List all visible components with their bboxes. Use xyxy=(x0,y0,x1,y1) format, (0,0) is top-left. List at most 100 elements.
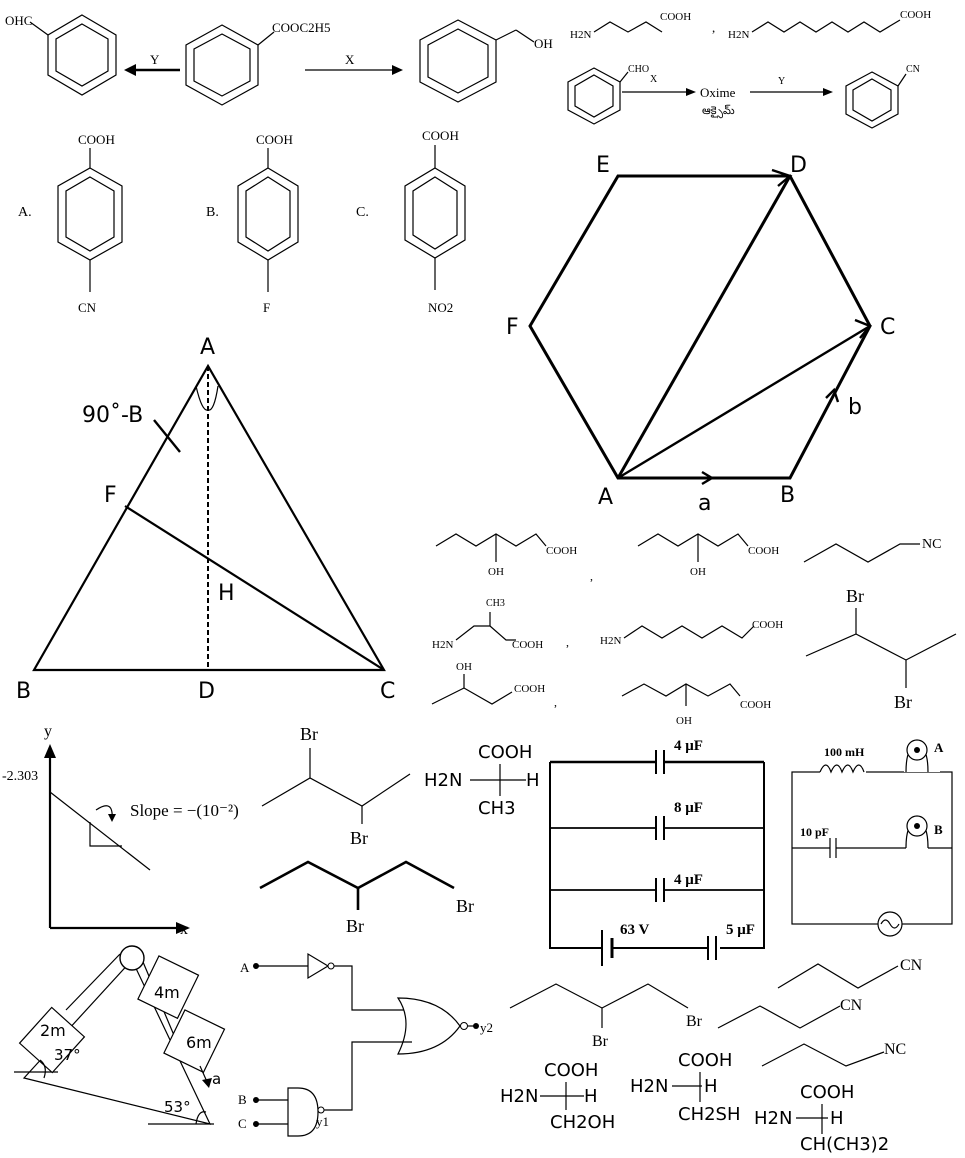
amino-acids-bottom: COOH H2N H CH2OH COOH H2N H CH2SH COOH H… xyxy=(500,1050,889,1155)
svg-text:H: H xyxy=(584,1086,598,1107)
vector-a-label: a xyxy=(698,491,711,516)
output-y2: y2 xyxy=(480,1020,493,1035)
aldehyde-group: OHC xyxy=(5,13,32,28)
hexagon-vectors: A B C D E F a b xyxy=(506,153,895,516)
svg-text:H2N: H2N xyxy=(500,1086,538,1107)
svg-text:OH: OH xyxy=(676,715,692,727)
cap-label-4: 5 μF xyxy=(726,922,755,938)
tri-foot-d: D xyxy=(198,679,215,704)
benzyl-alcohol: OH xyxy=(419,19,553,103)
capacitor-network: 4 μF 8 μF 4 μF 5 μF 63 V xyxy=(549,738,765,966)
log-graph: y x -2.303 Slope = −(10⁻²) xyxy=(2,723,239,938)
bulb-a-label: A xyxy=(934,740,944,755)
output-y1: y1 xyxy=(316,1114,329,1129)
benzaldehyde-2: CHO xyxy=(567,64,649,125)
svg-text:H2N: H2N xyxy=(728,29,749,41)
svg-text:CN: CN xyxy=(840,997,863,1014)
svg-text:Br: Br xyxy=(350,828,368,848)
svg-text:H: H xyxy=(526,770,540,791)
cap-label-2: 8 μF xyxy=(674,800,703,816)
intercept-label: -2.303 xyxy=(2,769,38,784)
hex-vertex-a: A xyxy=(598,485,613,510)
emf-label: 63 V xyxy=(620,922,649,938)
svg-text:OH: OH xyxy=(488,566,504,578)
pulley-incline: 2m 4m 6m 37° 53° a xyxy=(14,945,226,1125)
benzoic-acid-options: A. COOH CN B. COOH F C. COOH NO2 xyxy=(18,128,466,315)
angle-53: 53° xyxy=(164,1098,191,1116)
svg-text:Br: Br xyxy=(592,1033,609,1050)
svg-text:,: , xyxy=(554,695,557,709)
vector-b-label: b xyxy=(848,395,862,420)
input-a: A xyxy=(240,960,250,975)
nitriles-bottom: CN Br Br CN NC xyxy=(509,957,923,1067)
scheme-ester-reduction: OHC Y COOC2H5 X OH xyxy=(5,13,553,106)
valine: COOH H2N H CH(CH3)2 xyxy=(754,1082,889,1155)
angle-label: 90˚-B xyxy=(82,403,143,428)
svg-text:COOH: COOH xyxy=(478,742,532,763)
tri-point-f: F xyxy=(104,483,117,508)
scheme-oxime: CHO X Oxime ఆక్సైమ్ Y CN xyxy=(567,64,920,129)
svg-text:NC: NC xyxy=(922,537,941,552)
svg-text:COOH: COOH xyxy=(544,1060,598,1081)
svg-text:F: F xyxy=(263,300,270,315)
hex-vertex-d: D xyxy=(790,153,807,178)
cap-label-1: 4 μF xyxy=(674,738,703,754)
hex-vertex-e: E xyxy=(596,153,610,178)
svg-text:H2N: H2N xyxy=(600,635,621,647)
hydroxyl-group: OH xyxy=(534,36,553,51)
angle-37: 37° xyxy=(54,1046,81,1064)
reagent-x-label: X xyxy=(345,52,355,67)
svg-text:Y: Y xyxy=(778,76,785,87)
tri-orthocenter-h: H xyxy=(218,581,235,606)
svg-text:,: , xyxy=(712,20,715,35)
svg-text:X: X xyxy=(650,74,658,85)
oxime-telugu-label: ఆక్సైమ్ xyxy=(702,104,735,119)
svg-text:Br: Br xyxy=(346,916,364,936)
lc-circuit: 100 mH A 10 pF B xyxy=(791,736,953,937)
x-axis-label: x xyxy=(180,921,188,938)
cap-label-3: 4 μF xyxy=(674,872,703,888)
svg-text:Br: Br xyxy=(894,692,912,712)
svg-text:CN: CN xyxy=(78,300,97,315)
inductor-label: 100 mH xyxy=(824,745,865,759)
tri-vertex-c: C xyxy=(380,679,395,704)
slope-label: Slope = −(10⁻²) xyxy=(130,801,239,820)
svg-text:OH: OH xyxy=(456,661,472,673)
reagent-y-label: Y xyxy=(150,52,160,67)
triangle-orthocenter: A B C D F H 90˚-B xyxy=(16,335,395,704)
svg-text:COOH: COOH xyxy=(748,545,779,557)
oxime-label: Oxime xyxy=(700,85,736,100)
svg-text:COOH: COOH xyxy=(514,683,545,695)
svg-text:COOH: COOH xyxy=(678,1050,732,1071)
svg-text:COOH: COOH xyxy=(546,545,577,557)
svg-text:Br: Br xyxy=(456,896,474,916)
logic-circuit: A B C y1 y2 xyxy=(238,952,493,1137)
svg-text:COOH: COOH xyxy=(422,128,459,143)
svg-text:H2N: H2N xyxy=(424,770,462,791)
svg-text:COOH: COOH xyxy=(78,132,115,147)
svg-text:COOH: COOH xyxy=(900,9,931,21)
option-b: B. COOH F xyxy=(206,132,299,315)
benzonitrile: CN xyxy=(845,64,920,129)
tri-vertex-b: B xyxy=(16,679,31,704)
svg-text:NC: NC xyxy=(884,1041,906,1058)
accel-label: a xyxy=(212,1070,221,1088)
svg-text:CN: CN xyxy=(900,957,923,974)
alanine: COOH H2N H CH3 xyxy=(424,742,540,819)
option-label-b: B. xyxy=(206,205,219,220)
svg-text:CH2OH: CH2OH xyxy=(550,1112,615,1133)
svg-text:COOH: COOH xyxy=(800,1082,854,1103)
svg-text:CH2SH: CH2SH xyxy=(678,1104,741,1125)
input-c: C xyxy=(238,1116,247,1131)
svg-text:CH3: CH3 xyxy=(486,598,505,609)
svg-text:,: , xyxy=(566,635,569,649)
svg-text:H: H xyxy=(704,1076,718,1097)
svg-text:COOH: COOH xyxy=(752,619,783,631)
tri-vertex-a: A xyxy=(200,335,215,360)
svg-text:H2N: H2N xyxy=(630,1076,668,1097)
svg-text:Br: Br xyxy=(300,724,318,744)
hex-vertex-b: B xyxy=(780,483,795,508)
capacitor-label: 10 pF xyxy=(800,825,829,839)
bulb-b-label: B xyxy=(934,822,943,837)
option-c: C. COOH NO2 xyxy=(356,128,466,315)
